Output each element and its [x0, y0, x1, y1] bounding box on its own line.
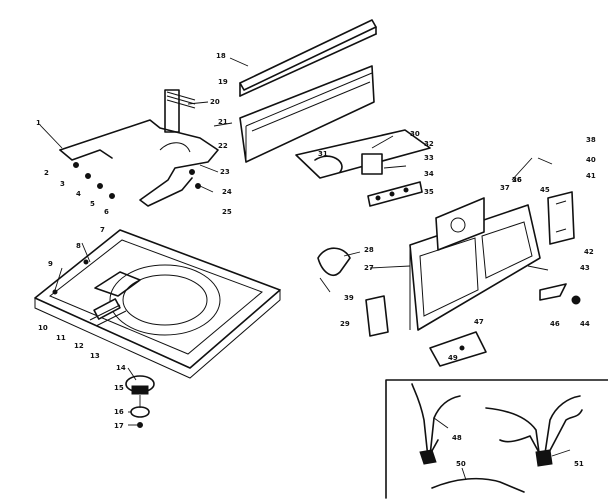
callout-41: 41	[586, 172, 596, 180]
callout-1: 1	[36, 119, 41, 127]
callout-43: 43	[580, 264, 590, 272]
callout-18: 18	[216, 52, 226, 60]
callout-45: 45	[540, 186, 550, 194]
callout-3: 3	[60, 180, 65, 188]
callout-35: 35	[424, 188, 434, 196]
callout-32: 32	[424, 140, 434, 148]
callout-34: 34	[424, 170, 434, 178]
callout-15: 15	[114, 384, 124, 392]
callout-25: 25	[222, 208, 232, 216]
callout-29: 29	[340, 320, 350, 328]
callout-9: 9	[48, 260, 53, 268]
callout-33: 33	[424, 154, 434, 162]
rear-panel	[239, 65, 375, 163]
callout-17: 17	[114, 422, 124, 430]
callout-40: 40	[586, 156, 596, 164]
callout-26: 26	[512, 176, 522, 184]
callout-13: 13	[90, 352, 100, 360]
callout-12: 12	[74, 342, 84, 350]
callout-36: 36	[512, 176, 522, 184]
callout-11: 11	[56, 334, 66, 342]
control-valve	[125, 375, 155, 428]
callout-48: 48	[452, 434, 462, 442]
callout-39: 39	[344, 294, 354, 302]
side-bracket	[547, 191, 575, 245]
callout-14: 14	[116, 364, 126, 372]
top-rail	[239, 19, 377, 97]
callout-20: 20	[210, 98, 220, 106]
cooktop-frame	[34, 229, 281, 379]
callout-37: 37	[500, 184, 510, 192]
callout-22: 22	[218, 142, 228, 150]
callout-7: 7	[100, 226, 105, 234]
callout-27: 27	[364, 264, 374, 272]
callout-5: 5	[90, 200, 95, 208]
callout-16: 16	[114, 408, 124, 416]
leader-lines	[39, 57, 571, 481]
callout-46: 46	[550, 320, 560, 328]
callout-31: 31	[318, 150, 328, 158]
control-panel	[409, 197, 541, 331]
callout-6: 6	[104, 208, 109, 216]
callout-19: 19	[218, 78, 228, 86]
callout-49: 49	[448, 354, 458, 362]
callout-labels: 1 2 3 4 5 6 7 8 9 10 11 12 13 14 15 16 1…	[36, 52, 596, 468]
callout-4: 4	[76, 190, 81, 198]
callout-30: 30	[410, 130, 420, 138]
callout-42: 42	[584, 248, 594, 256]
control-module	[295, 129, 431, 207]
wiring-inset	[385, 379, 608, 499]
callout-38: 38	[586, 136, 596, 144]
callout-28: 28	[364, 246, 374, 254]
callout-23: 23	[220, 168, 230, 176]
heating-element	[59, 119, 219, 207]
callout-44: 44	[580, 320, 590, 328]
element-bracket	[164, 89, 196, 133]
callout-51: 51	[574, 460, 584, 468]
callout-2: 2	[44, 169, 49, 177]
callout-21: 21	[218, 118, 228, 126]
callout-50: 50	[456, 460, 466, 468]
clip-and-knob	[317, 247, 581, 367]
callout-47: 47	[474, 318, 484, 326]
callout-10: 10	[38, 324, 48, 332]
callout-8: 8	[76, 242, 81, 250]
callout-24: 24	[222, 188, 232, 196]
